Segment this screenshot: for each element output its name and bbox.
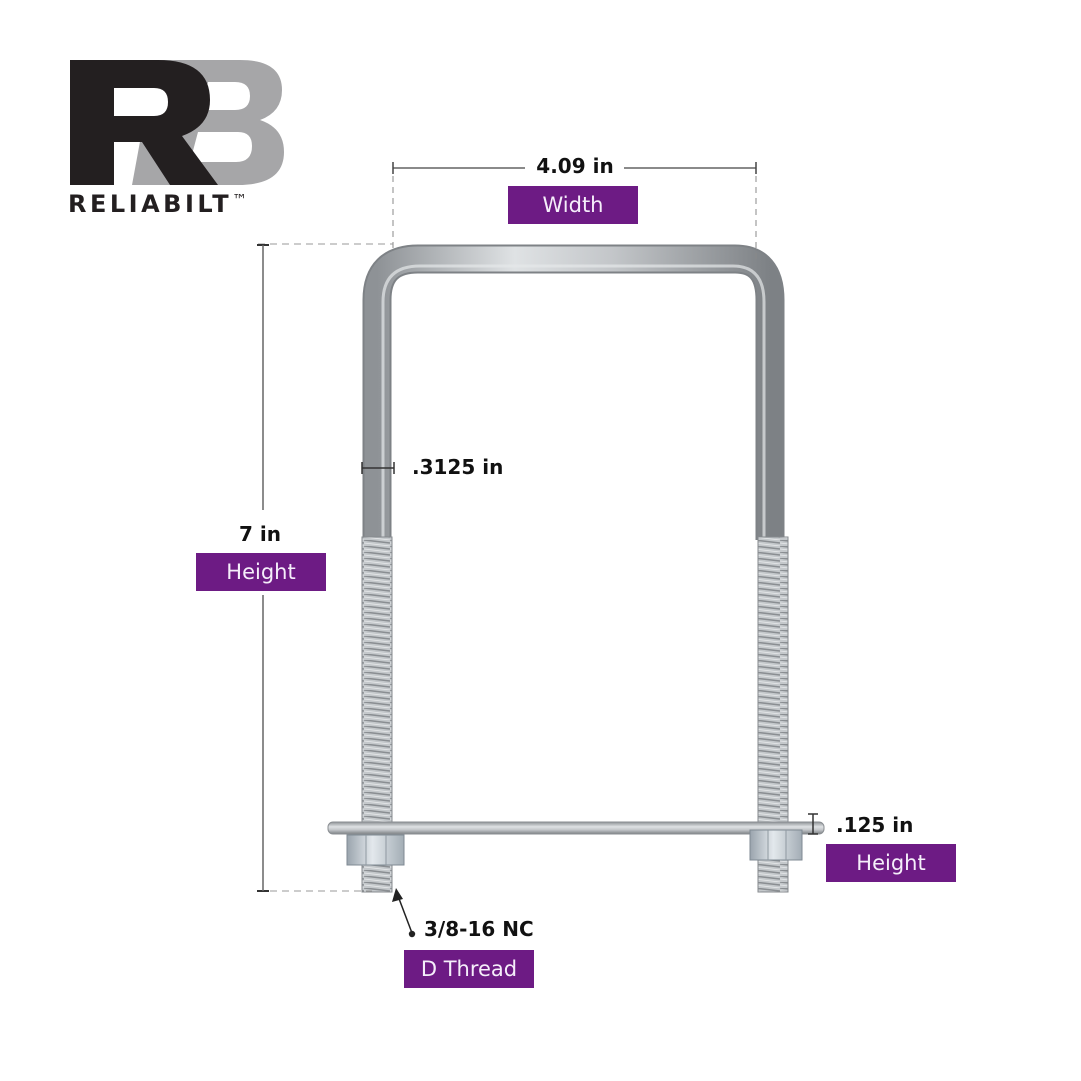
thread-value: 3/8-16 NC xyxy=(424,917,534,941)
rod-diameter-dimension-line xyxy=(361,462,395,474)
plate-icon xyxy=(327,821,825,835)
brand-logo-mark xyxy=(70,60,285,185)
height-label-badge: Height xyxy=(196,553,326,591)
height-value: 7 in xyxy=(239,522,281,546)
brand-name-text: RELIABILT xyxy=(68,190,233,218)
rod-diameter-value: .3125 in xyxy=(412,455,504,479)
thread-arrow-icon xyxy=(392,888,416,938)
hex-nut-right-icon xyxy=(749,829,803,861)
trademark-symbol: ™ xyxy=(232,191,248,209)
plate-thickness-label-badge: Height xyxy=(826,844,956,882)
thread-label-badge: D Thread xyxy=(404,950,534,988)
hex-nut-left-icon xyxy=(346,834,405,866)
height-dimension-line xyxy=(257,243,393,892)
rb-logo-icon xyxy=(70,60,284,185)
width-dimension-line xyxy=(392,162,757,262)
width-label-badge: Width xyxy=(508,186,638,224)
width-value: 4.09 in xyxy=(536,154,614,178)
plate-thickness-value: .125 in xyxy=(836,813,914,837)
plate-thickness-dimension-line xyxy=(808,813,818,835)
brand-name: RELIABILT™ xyxy=(68,190,247,218)
u-bolt-icon xyxy=(361,244,789,893)
